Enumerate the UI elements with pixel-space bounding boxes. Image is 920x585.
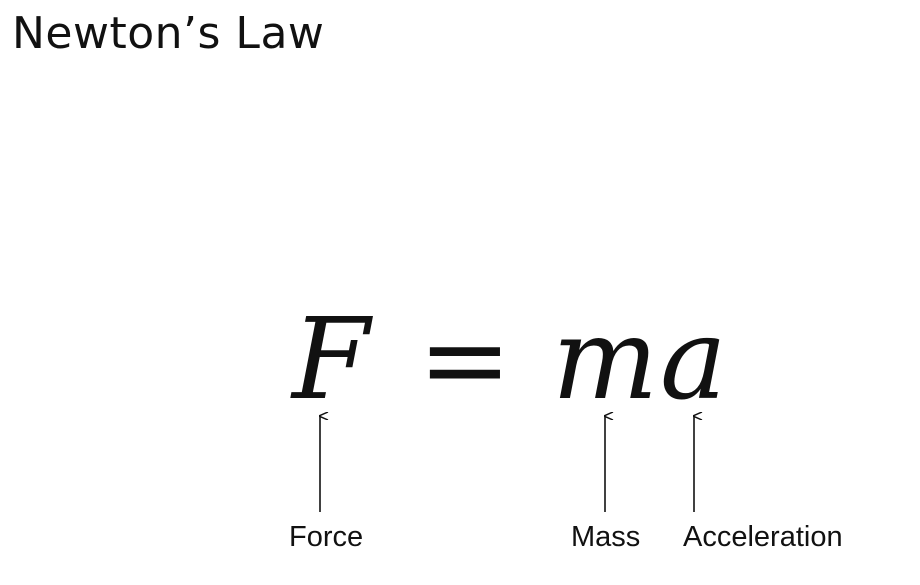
equation-equals-sign: =	[418, 295, 512, 425]
slide-title: Newton’s Law	[12, 8, 325, 59]
equation-acceleration-symbol: a	[660, 295, 727, 425]
equation-force-symbol: F	[290, 295, 373, 425]
equation-mass-symbol: m	[552, 295, 658, 425]
mass-label: Mass	[571, 521, 641, 553]
acceleration-label: Acceleration	[683, 521, 843, 553]
force-label: Force	[289, 521, 364, 553]
